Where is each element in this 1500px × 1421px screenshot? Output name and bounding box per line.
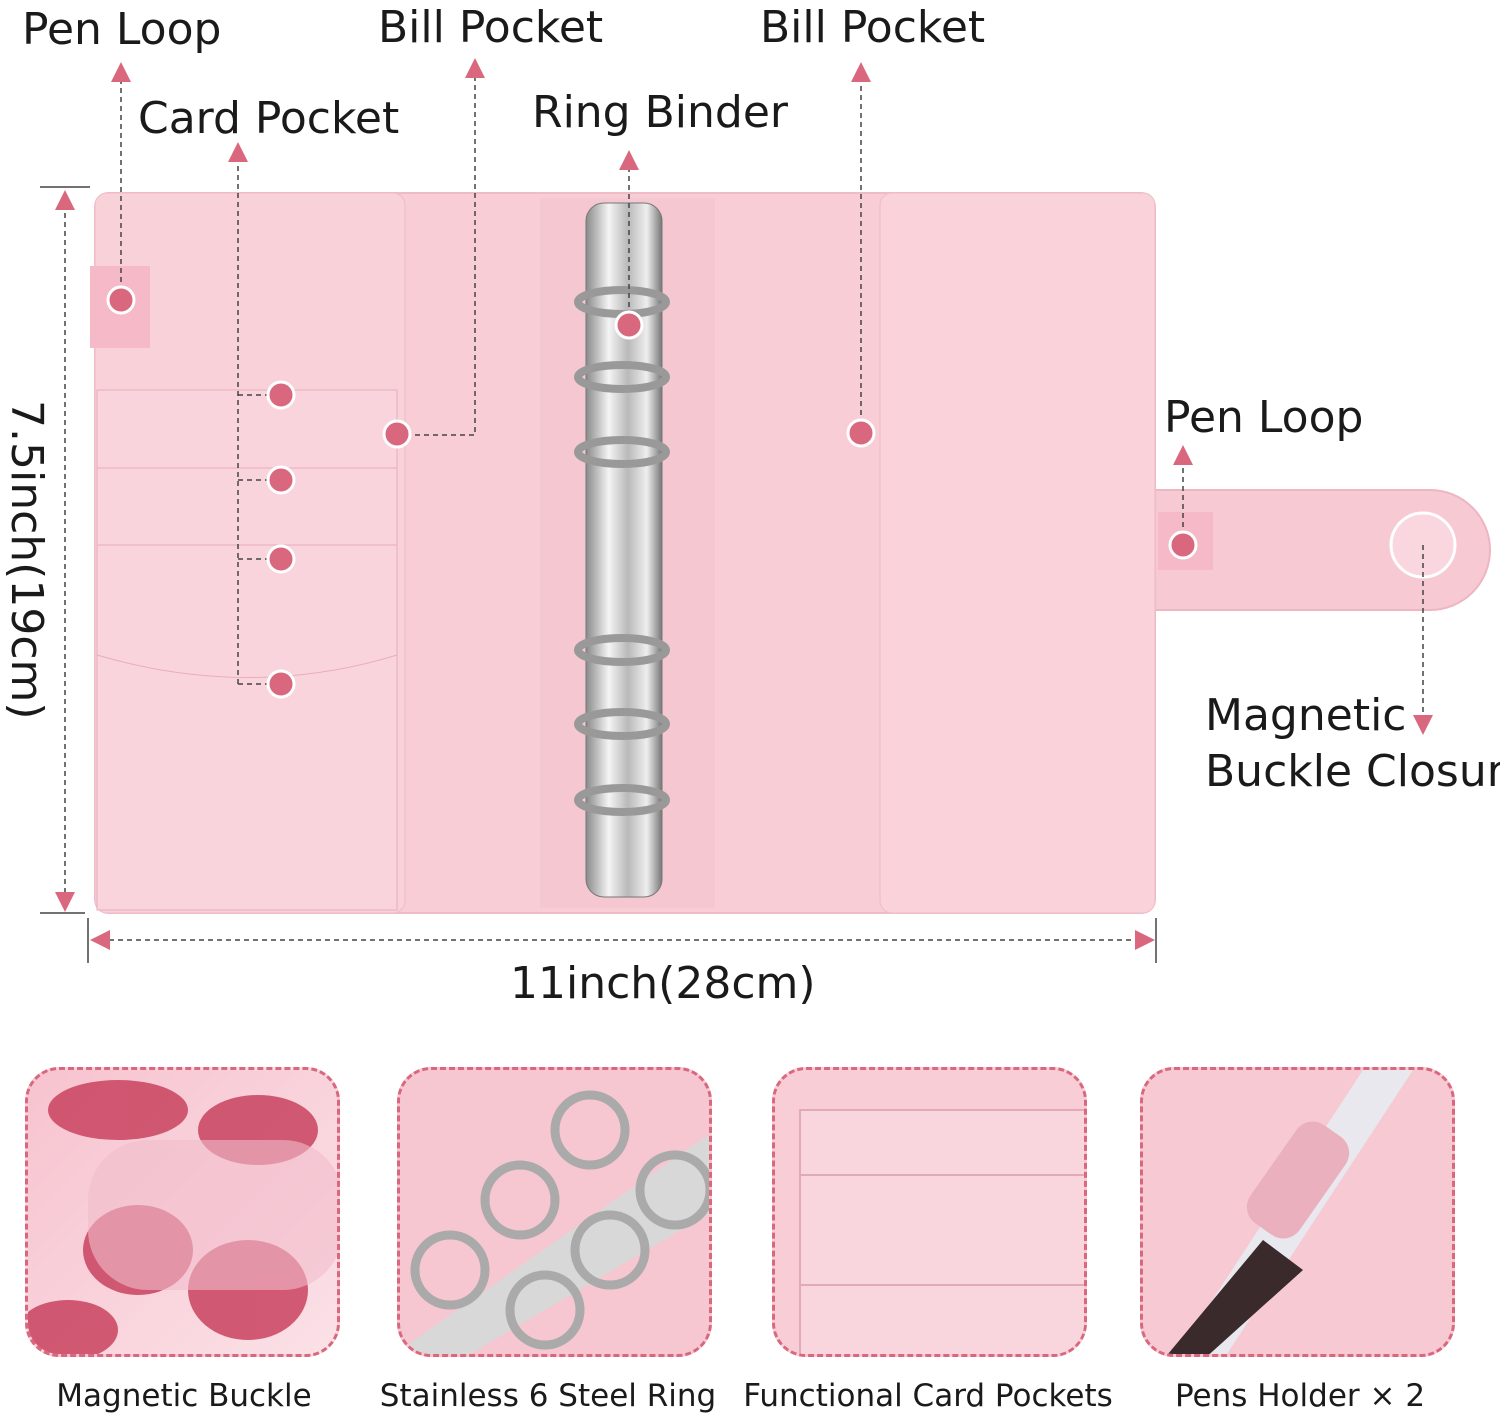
annotation-dot-icons (106, 285, 1198, 699)
label-bill-pocket-right: Bill Pocket (760, 2, 985, 53)
caption-magnetic-buckle: Magnetic Buckle (56, 1378, 312, 1414)
feature-card-pockets-image (772, 1067, 1087, 1357)
caption-steel-ring: Stainless 6 Steel Ring (379, 1378, 717, 1414)
arrow-icons (55, 58, 1433, 950)
caption-card-pockets: Functional Card Pockets (743, 1378, 1113, 1414)
label-width: 11inch(28cm) (510, 958, 816, 1009)
label-bill-pocket-left: Bill Pocket (378, 2, 603, 53)
label-buckle-closure: Buckle Closure (1205, 746, 1500, 797)
ring-binder-mechanism (574, 202, 670, 898)
dimension-ticks (40, 186, 1157, 963)
label-ring-binder: Ring Binder (532, 87, 789, 138)
label-magnetic: Magnetic (1205, 690, 1406, 741)
label-pen-loop-right: Pen Loop (1164, 392, 1363, 443)
annotation-lines (64, 70, 1424, 941)
feature-steel-ring-image (397, 1067, 712, 1357)
feature-magnetic-buckle-image (25, 1067, 340, 1357)
label-card-pocket: Card Pocket (138, 93, 399, 144)
right-bill-pocket (879, 192, 1156, 914)
caption-pen-holder: Pens Holder × 2 (1174, 1378, 1426, 1414)
magnetic-strap (1149, 489, 1491, 611)
card-slots (96, 389, 398, 911)
feature-pen-holder-image (1140, 1067, 1455, 1357)
label-height: 7.5inch(19cm) (1, 400, 52, 720)
label-pen-loop-left: Pen Loop (22, 4, 221, 55)
